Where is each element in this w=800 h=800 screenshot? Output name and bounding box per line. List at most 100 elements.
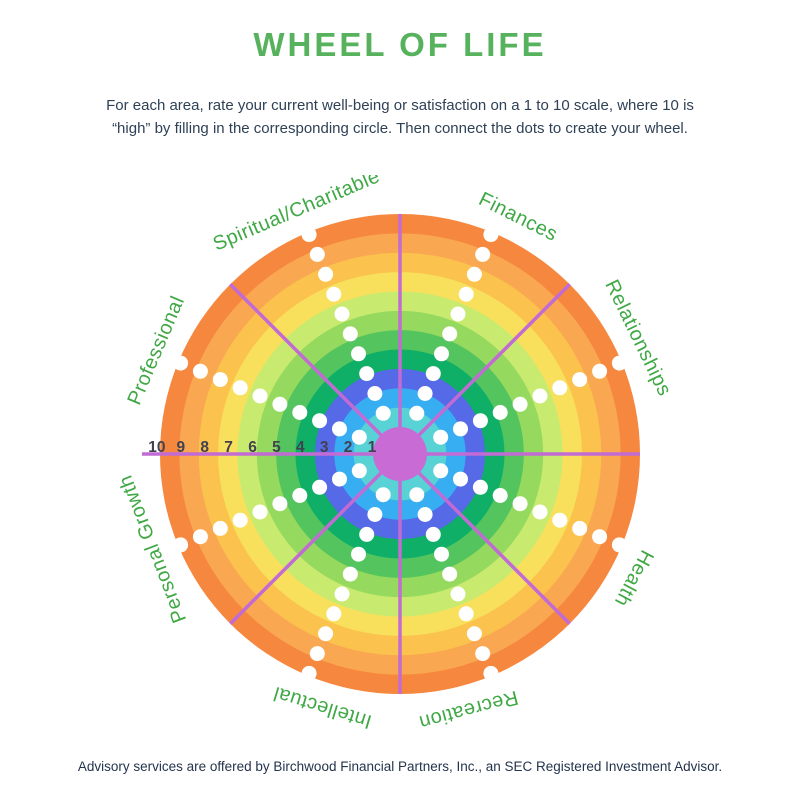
rating-dot-6[interactable] (252, 504, 268, 520)
rating-dot-6[interactable] (532, 388, 548, 404)
rating-dot-6[interactable] (450, 306, 466, 322)
rating-dot-2[interactable] (367, 386, 383, 401)
scale-number-10: 10 (148, 439, 165, 456)
rating-dot-4[interactable] (351, 546, 366, 562)
rating-dot-3[interactable] (312, 479, 328, 495)
rating-dot-3[interactable] (472, 413, 488, 429)
sector-spoke (398, 283, 571, 456)
rating-dot-10[interactable] (611, 355, 627, 371)
rating-dot-5[interactable] (272, 496, 288, 512)
rating-dot-6[interactable] (334, 586, 350, 602)
page-title: WHEEL OF LIFE (253, 26, 547, 63)
rating-dot-1[interactable] (375, 405, 391, 421)
rating-dot-1[interactable] (375, 487, 391, 503)
rating-dot-3[interactable] (472, 479, 488, 495)
rating-dot-10[interactable] (611, 537, 627, 553)
rating-dot-4[interactable] (434, 346, 449, 362)
rating-dot-5[interactable] (442, 326, 458, 342)
scale-number-4: 4 (296, 439, 305, 456)
rating-dot-3[interactable] (425, 366, 441, 382)
rating-dot-9[interactable] (592, 529, 608, 545)
scale-number-3: 3 (320, 439, 329, 456)
rating-dot-5[interactable] (272, 396, 288, 412)
scale-number-1: 1 (368, 439, 377, 456)
rating-dot-10[interactable] (483, 665, 499, 681)
rating-dot-8[interactable] (318, 626, 334, 642)
rating-dot-8[interactable] (572, 520, 588, 536)
rating-dot-8[interactable] (466, 626, 482, 642)
rating-dot-2[interactable] (367, 507, 383, 522)
rating-dot-2[interactable] (332, 471, 347, 487)
rating-dot-6[interactable] (532, 504, 548, 520)
scale-number-2: 2 (344, 439, 353, 456)
rating-dot-8[interactable] (318, 266, 334, 282)
rating-dot-7[interactable] (232, 380, 248, 396)
rating-dot-2[interactable] (417, 386, 433, 401)
rating-dot-1[interactable] (351, 429, 367, 445)
rating-dot-2[interactable] (332, 421, 347, 437)
scale-number-5: 5 (272, 439, 281, 456)
rating-dot-5[interactable] (442, 566, 458, 582)
rating-dot-8[interactable] (572, 372, 588, 388)
rating-dot-4[interactable] (351, 346, 366, 362)
rating-dot-8[interactable] (466, 266, 482, 282)
scale-number-6: 6 (248, 439, 257, 456)
rating-dot-9[interactable] (592, 363, 608, 379)
rating-dot-5[interactable] (512, 396, 528, 412)
rating-dot-10[interactable] (301, 227, 317, 243)
rating-dot-1[interactable] (433, 429, 449, 445)
rating-dot-6[interactable] (450, 586, 466, 602)
rating-dot-7[interactable] (552, 512, 568, 528)
rating-dot-4[interactable] (434, 546, 449, 562)
rating-dot-2[interactable] (453, 421, 468, 437)
rating-dot-9[interactable] (192, 363, 208, 379)
rating-dot-9[interactable] (475, 246, 491, 262)
rating-dot-6[interactable] (252, 388, 268, 404)
rating-dot-9[interactable] (475, 646, 491, 662)
rating-dot-8[interactable] (212, 372, 228, 388)
rating-dot-7[interactable] (552, 380, 568, 396)
rating-dot-4[interactable] (292, 405, 308, 420)
rating-dot-2[interactable] (453, 471, 468, 487)
rating-dot-5[interactable] (342, 566, 358, 582)
wheel-hub (373, 427, 427, 481)
scale-number-8: 8 (200, 439, 209, 456)
rating-dot-1[interactable] (433, 463, 449, 479)
rating-dot-8[interactable] (212, 520, 228, 536)
rating-dot-1[interactable] (409, 405, 425, 421)
rating-dot-6[interactable] (334, 306, 350, 322)
rating-dot-7[interactable] (232, 512, 248, 528)
rating-dot-3[interactable] (312, 413, 328, 429)
rating-dot-5[interactable] (342, 326, 358, 342)
rating-dot-10[interactable] (301, 665, 317, 681)
rating-dot-2[interactable] (417, 507, 433, 522)
sector-spoke (398, 452, 571, 625)
scale-number-9: 9 (176, 439, 185, 456)
rating-dot-3[interactable] (425, 526, 441, 542)
sector-spoke (229, 283, 402, 456)
rating-dot-7[interactable] (326, 286, 342, 302)
rating-dot-10[interactable] (483, 227, 499, 243)
rating-dot-9[interactable] (309, 246, 325, 262)
category-label: Recreation (417, 686, 521, 734)
sector-spoke (229, 452, 402, 625)
rating-dot-4[interactable] (492, 405, 508, 420)
rating-dot-9[interactable] (309, 646, 325, 662)
rating-dot-10[interactable] (173, 537, 189, 553)
rating-dot-7[interactable] (326, 606, 342, 622)
rating-dot-1[interactable] (351, 463, 367, 479)
scale-number-7: 7 (224, 439, 233, 456)
rating-dot-9[interactable] (192, 529, 208, 545)
rating-dot-5[interactable] (512, 496, 528, 512)
rating-dot-7[interactable] (458, 606, 474, 622)
rating-dot-3[interactable] (359, 366, 375, 382)
instructions-text: For each area, rate your current well-be… (106, 97, 694, 138)
rating-dot-4[interactable] (492, 488, 508, 503)
rating-dot-7[interactable] (458, 286, 474, 302)
rating-dot-10[interactable] (173, 355, 189, 371)
rating-dot-1[interactable] (409, 487, 425, 503)
rating-dot-4[interactable] (292, 488, 308, 503)
rating-dot-3[interactable] (359, 526, 375, 542)
